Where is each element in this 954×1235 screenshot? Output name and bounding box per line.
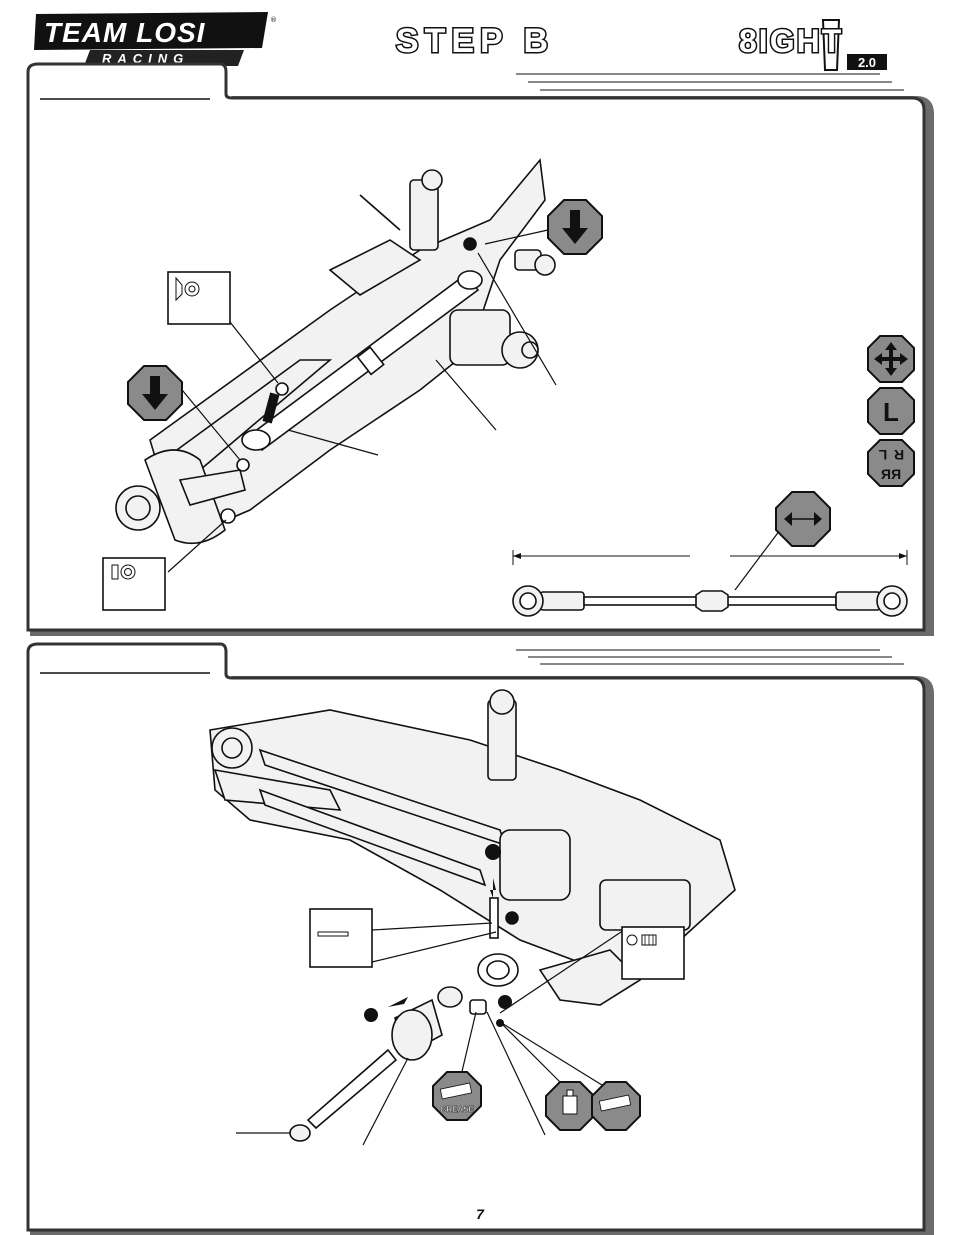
set-screw [506,912,518,924]
step-marker-dot-small [496,1019,504,1027]
both-sides-letters: RR [881,466,901,482]
model-name-text: 8IGHT [739,23,843,59]
rear-shock-tower-cap [490,690,514,714]
lower-pivot-ball [221,509,235,523]
step-title-text: STEP B [396,22,554,60]
rod-end-left-hole [520,593,536,609]
grease-label: GREASE [440,1105,474,1114]
parts-box-washer [168,272,230,324]
threadlock-bottle [563,1096,577,1114]
threadlock-bottle-icon [546,1082,594,1130]
lubricant-tube-icon [592,1082,640,1130]
driveshaft-boot [392,1010,432,1060]
step-marker-dot-left [364,1008,378,1022]
rod-end-inner [242,430,270,450]
insert-direction-icon-upper [548,200,602,254]
parts-box-locknut [103,558,165,610]
left-side-icon: L [868,388,914,434]
brand-top-text: TEAM LOSI [44,17,206,48]
shock-tower-cap [422,170,442,190]
mirrored-l-letter: L [878,447,887,463]
cv-pin-bearing [470,1000,486,1014]
top-assembly-panel: L L R RR [0,60,954,645]
parts-box-pin [310,909,372,967]
mirrored-r-letter: R [894,447,904,463]
front-diff-housing [450,310,510,365]
both-sides-icon: L R RR [868,440,914,486]
adjust-all-directions-icon [868,336,914,382]
cv-coupler-head [438,987,462,1007]
step-marker-dot-upper [485,844,501,860]
left-side-letter: L [883,397,899,427]
center-diff-housing [500,830,570,900]
team-losi-wordmark: TEAM LOSI [34,12,268,50]
rod-end-left-body [540,592,584,610]
registered-mark: ® [270,16,277,24]
outdrive-cup-inner [487,961,509,979]
grease-icon: GREASE [433,1072,481,1120]
team-losi-racing-logo: TEAM LOSI RACING ® [30,8,280,66]
front-hub-inner [126,496,150,520]
rear-bulkhead [600,880,690,930]
step-title: STEP B [360,20,590,60]
rod-end-right-body [836,592,880,610]
bottom-assembly-panel: GREASE [0,640,954,1235]
pin-bushing [470,1000,486,1014]
arm-pivot-ball [237,459,249,471]
front-hub-rear-view-inner [222,738,242,758]
page-number: 7 [460,1206,500,1226]
pivot-hole [464,238,476,250]
rod-end-outer [458,271,482,289]
driveshaft-end-pin [290,1125,310,1141]
parts-box-setscrew [622,927,684,979]
pivot-ball [535,255,555,275]
insert-direction-icon-lower [128,366,182,420]
screw-head [276,383,288,395]
turnbuckle-wrench-flat [696,591,728,611]
adjust-length-icon [776,492,830,546]
rod-end-right-hole [884,593,900,609]
